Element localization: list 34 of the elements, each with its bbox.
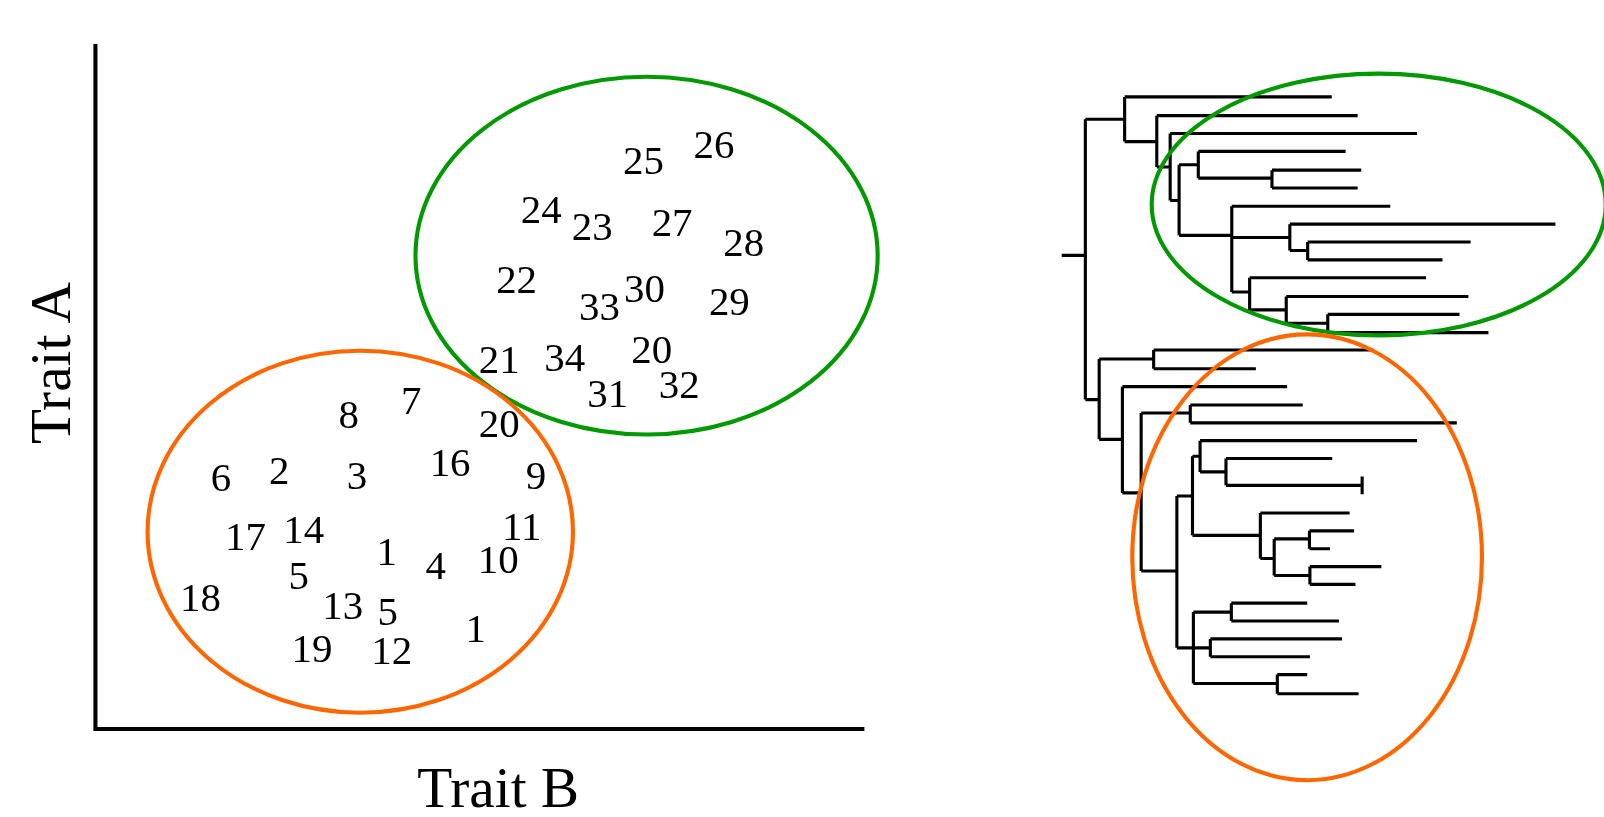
data-point-label: 22 xyxy=(496,259,538,301)
data-point-label: 2 xyxy=(269,450,290,491)
data-point-label: 14 xyxy=(283,509,325,551)
data-point-label: 21 xyxy=(478,339,520,381)
data-point-label: 1 xyxy=(376,531,397,573)
data-point-label: 34 xyxy=(544,337,586,379)
data-point-label: 5 xyxy=(377,591,398,633)
data-point-label: 9 xyxy=(525,455,547,497)
data-point-label: 30 xyxy=(624,269,665,310)
data-point-label: 17 xyxy=(225,516,266,558)
data-point-label: 12 xyxy=(371,630,413,672)
data-point-label: 4 xyxy=(425,545,446,587)
data-point-label: 26 xyxy=(693,124,735,166)
data-point-label: 1 xyxy=(465,608,486,650)
data-point-label: 25 xyxy=(623,140,664,182)
data-point-label: 33 xyxy=(579,286,620,328)
data-point-label: 3 xyxy=(346,455,368,497)
data-point-label: 28 xyxy=(723,223,765,264)
data-point-label: 24 xyxy=(520,189,562,231)
data-point-label: 5 xyxy=(288,555,309,597)
data-point-label: 6 xyxy=(210,457,232,499)
axis-title: Trait B xyxy=(417,759,580,817)
data-point-label: 23 xyxy=(571,206,613,248)
data-point-label: 31 xyxy=(587,373,629,415)
data-point-label: 19 xyxy=(291,628,333,669)
data-point-label: 20 xyxy=(478,403,520,444)
data-point-label: 8 xyxy=(338,394,360,436)
data-point-label: 13 xyxy=(322,585,364,627)
data-point-label: 7 xyxy=(401,380,422,422)
data-point-label: 18 xyxy=(180,577,221,619)
data-point-label: 16 xyxy=(429,442,471,484)
data-point-label: 29 xyxy=(708,281,750,323)
data-point-label: 27 xyxy=(651,202,693,244)
axis-title: Trait A xyxy=(22,282,80,445)
